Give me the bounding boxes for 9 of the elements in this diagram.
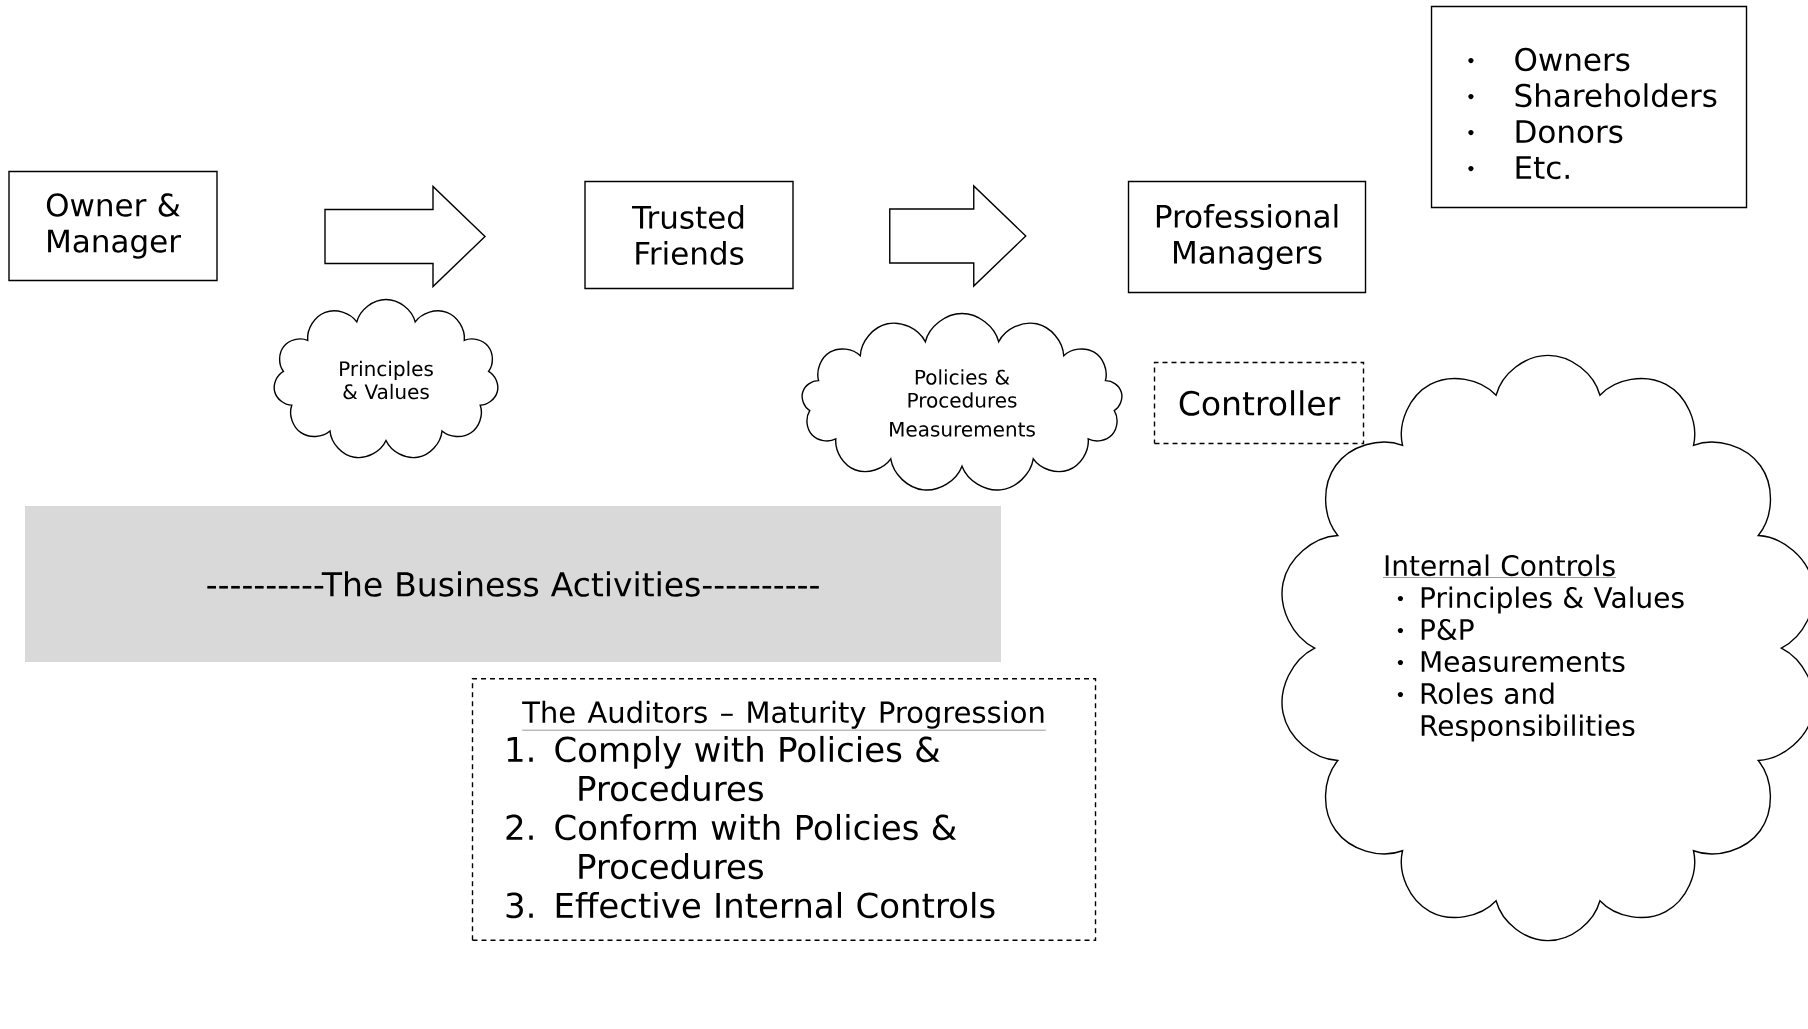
- stage-box: Owner & Manager: [8, 170, 218, 282]
- stage-box: Professional Managers: [1127, 180, 1367, 294]
- stage-box: Trusted Friends: [584, 180, 794, 290]
- block-arrow: [324, 184, 486, 289]
- block-arrow: [889, 184, 1027, 288]
- stakeholder-list-box: Owners Shareholders Donors Etc.: [1430, 5, 1748, 209]
- activity-band: ----------The Business Activities----------: [25, 506, 1001, 662]
- controller-box: Controller: [1153, 361, 1365, 445]
- auditors-box: The Auditors – Maturity Progression 1. Comply with Policies & Procedures 2. Conform with Policies & Procedures 3. Effective Internal Controls: [471, 678, 1097, 941]
